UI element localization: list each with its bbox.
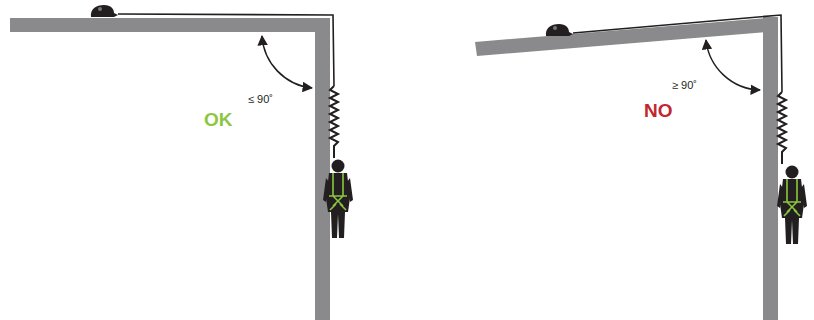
tilted-beam bbox=[475, 17, 778, 56]
retractable-device bbox=[91, 5, 118, 17]
status-no: NO bbox=[644, 101, 673, 120]
angle-label: ≤ 90˚ bbox=[248, 94, 273, 105]
lifeline bbox=[118, 14, 334, 86]
ok-scene bbox=[10, 5, 353, 320]
vertical-beam bbox=[763, 17, 778, 320]
no-scene bbox=[475, 15, 807, 320]
vertical-beam bbox=[315, 18, 330, 320]
status-ok: OK bbox=[204, 110, 233, 129]
energy-absorber bbox=[778, 92, 786, 164]
angle-label: ≥ 90˚ bbox=[672, 80, 697, 91]
angle-arc bbox=[706, 40, 760, 90]
retractable-device bbox=[546, 24, 573, 36]
worker-figure bbox=[323, 160, 353, 239]
angle-arc bbox=[262, 36, 312, 88]
worker-figure bbox=[777, 166, 807, 245]
horizontal-beam bbox=[10, 18, 330, 32]
lifeline bbox=[573, 15, 782, 92]
energy-absorber bbox=[330, 86, 338, 158]
